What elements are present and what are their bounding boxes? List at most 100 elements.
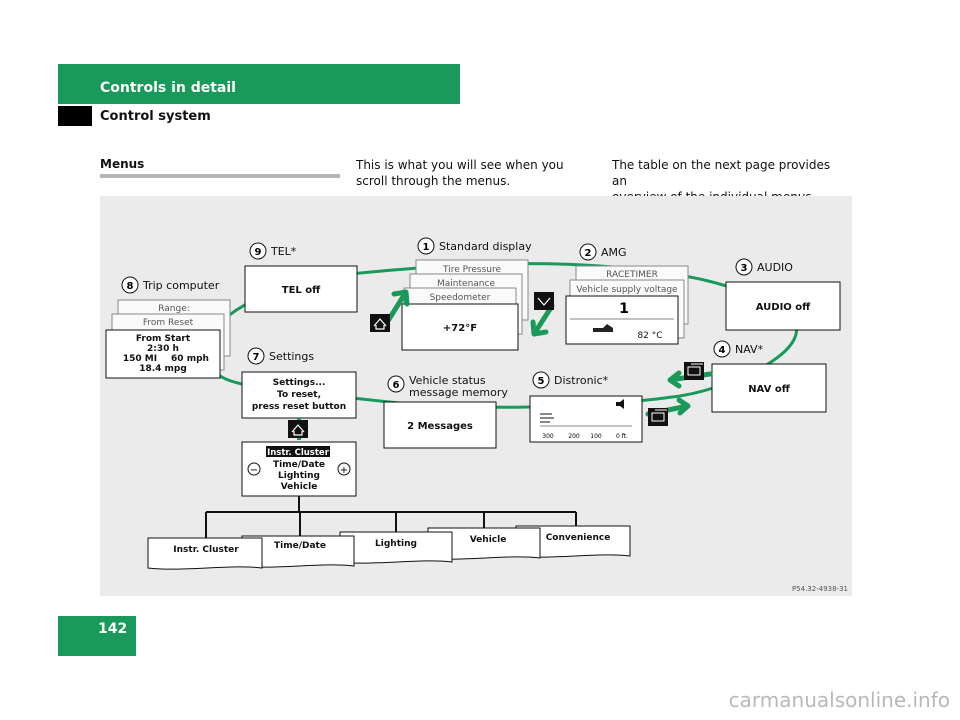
callout-8: 8 Trip computer (121, 276, 220, 294)
callout-3-label: AUDIO (757, 261, 793, 274)
home-button-icon (370, 314, 390, 332)
page-number-box (58, 616, 136, 656)
callout-7: 7 Settings (247, 347, 314, 365)
oil-temp-value: 82 °C (637, 331, 662, 341)
callout-6-number: 6 (393, 380, 400, 391)
callout-1: 1 Standard display (417, 237, 532, 255)
intro-paragraph: This is what you will see when you scrol… (356, 158, 564, 188)
trip-computer-stack: Range: From Reset From Start 2:30 h 150 … (105, 299, 231, 379)
nav-display-text: NAV off (748, 384, 791, 395)
callout-5-number: 5 (538, 376, 545, 387)
back-button-icon (534, 292, 554, 310)
menu-diagram-svg: TEL off Tire Pressure Maintenance Speedo… (105, 237, 841, 570)
card-maintenance: Maintenance (437, 279, 495, 289)
page-subtitle: Control system (100, 109, 211, 124)
audio-display-text: AUDIO off (756, 302, 811, 313)
trip-speed: 60 mph (171, 354, 209, 364)
submenu-vehicle: Vehicle (281, 482, 318, 492)
callout-7-number: 7 (253, 352, 260, 363)
callout-3: 3 AUDIO (735, 258, 793, 276)
tel-display: TEL off (244, 265, 358, 313)
standard-display-stack: Tire Pressure Maintenance Speedometer +7… (401, 259, 529, 351)
outside-temp-value: +72°F (443, 323, 477, 334)
callout-5: 5 Distronic* (532, 371, 609, 389)
page-back-icon (684, 362, 704, 380)
callout-3-number: 3 (741, 263, 748, 274)
callout-8-number: 8 (127, 281, 134, 292)
callout-2-number: 2 (585, 248, 592, 259)
callout-2: 2 AMG (579, 243, 627, 261)
callout-9-label: TEL* (270, 245, 297, 258)
submenu-tree-lines (205, 496, 577, 542)
submenu-tabs: Convenience Vehicle Lighting Time/Date I… (147, 525, 631, 570)
card-supply-voltage: Vehicle supply voltage (576, 285, 678, 295)
distronic-tick-100: 100 (590, 433, 602, 440)
distronic-car-icon (540, 413, 554, 423)
home-button-icon-2 (288, 420, 308, 438)
section-rule (100, 174, 340, 178)
settings-line-1: Settings... (273, 378, 326, 388)
navigation-arrows (297, 289, 713, 440)
callout-6-label-2: message memory (409, 386, 508, 399)
callout-9: 9 TEL* (249, 242, 297, 260)
callout-9-number: 9 (255, 247, 262, 258)
callout-2-label: AMG (601, 246, 627, 259)
tab-lighting: Lighting (375, 539, 417, 549)
menu-diagram: TEL off Tire Pressure Maintenance Speedo… (100, 196, 852, 596)
trip-distance: 150 MI (123, 354, 157, 364)
callout-4-label: NAV* (735, 343, 764, 356)
watermark: carmanualsonline.info (728, 688, 950, 712)
submenu-lighting: Lighting (278, 471, 320, 481)
page-number: 142 (98, 621, 128, 637)
card-racetimer: RACETIMER (606, 270, 658, 280)
message-memory-display: 2 Messages (383, 401, 497, 449)
distronic-tick-0: 0 ft. (616, 433, 628, 440)
minus-icon: − (250, 465, 258, 476)
card-from-reset: From Reset (143, 318, 194, 328)
tab-instr-cluster: Instr. Cluster (173, 545, 239, 555)
distronic-tick-300: 300 (542, 433, 554, 440)
trip-consumption: 18.4 mpg (139, 364, 187, 374)
distronic-sound-icon (616, 399, 624, 409)
settings-display: Settings... To reset, press reset button (241, 371, 357, 419)
trip-time: 2:30 h (147, 344, 179, 354)
oil-temp-icon (593, 324, 613, 332)
trip-from-start: From Start (136, 334, 191, 344)
header-title: Controls in detail (100, 80, 236, 96)
callout-8-label: Trip computer (142, 279, 220, 292)
overview-line-1: The table on the next page provides an (612, 158, 831, 188)
section-title: Menus (100, 157, 145, 171)
audio-display: AUDIO off (725, 281, 841, 331)
tab-time-date: Time/Date (274, 541, 326, 551)
button-icons (288, 292, 704, 438)
header-bar (58, 64, 460, 104)
arrow-down-left (530, 303, 555, 337)
nav-display: NAV off (711, 363, 827, 413)
callout-1-label: Standard display (439, 240, 532, 253)
tab-vehicle: Vehicle (470, 535, 507, 545)
page-forward-icon (648, 408, 668, 426)
amg-display-stack: RACETIMER Vehicle supply voltage 1 82 °C (565, 265, 689, 345)
submenu-time-date: Time/Date (273, 460, 325, 470)
tab-convenience: Convenience (546, 533, 611, 543)
card-speedometer: Speedometer (430, 293, 491, 303)
card-tire-pressure: Tire Pressure (442, 265, 502, 275)
callout-5-label: Distronic* (554, 374, 609, 387)
plus-icon: + (340, 465, 348, 476)
callout-4-number: 4 (719, 345, 726, 356)
figure-code: P54.32-4938-31 (791, 585, 848, 593)
distronic-tick-200: 200 (568, 433, 580, 440)
callout-7-label: Settings (269, 350, 314, 363)
card-range: Range: (158, 304, 190, 314)
message-count-text: 2 Messages (407, 421, 473, 432)
settings-line-3: press reset button (252, 402, 346, 412)
callout-4: 4 NAV* (713, 340, 764, 358)
amg-gear-value: 1 (619, 301, 629, 317)
callout-6-label: Vehicle status (409, 374, 486, 387)
settings-line-2: To reset, (277, 390, 321, 400)
callout-1-number: 1 (423, 242, 430, 253)
submenu-instr-cluster: Instr. Cluster (267, 448, 330, 458)
distronic-display: 300 200 100 0 ft. (529, 395, 643, 443)
tel-display-text: TEL off (282, 285, 321, 296)
settings-submenu: Instr. Cluster Time/Date Lighting Vehicl… (241, 441, 357, 497)
